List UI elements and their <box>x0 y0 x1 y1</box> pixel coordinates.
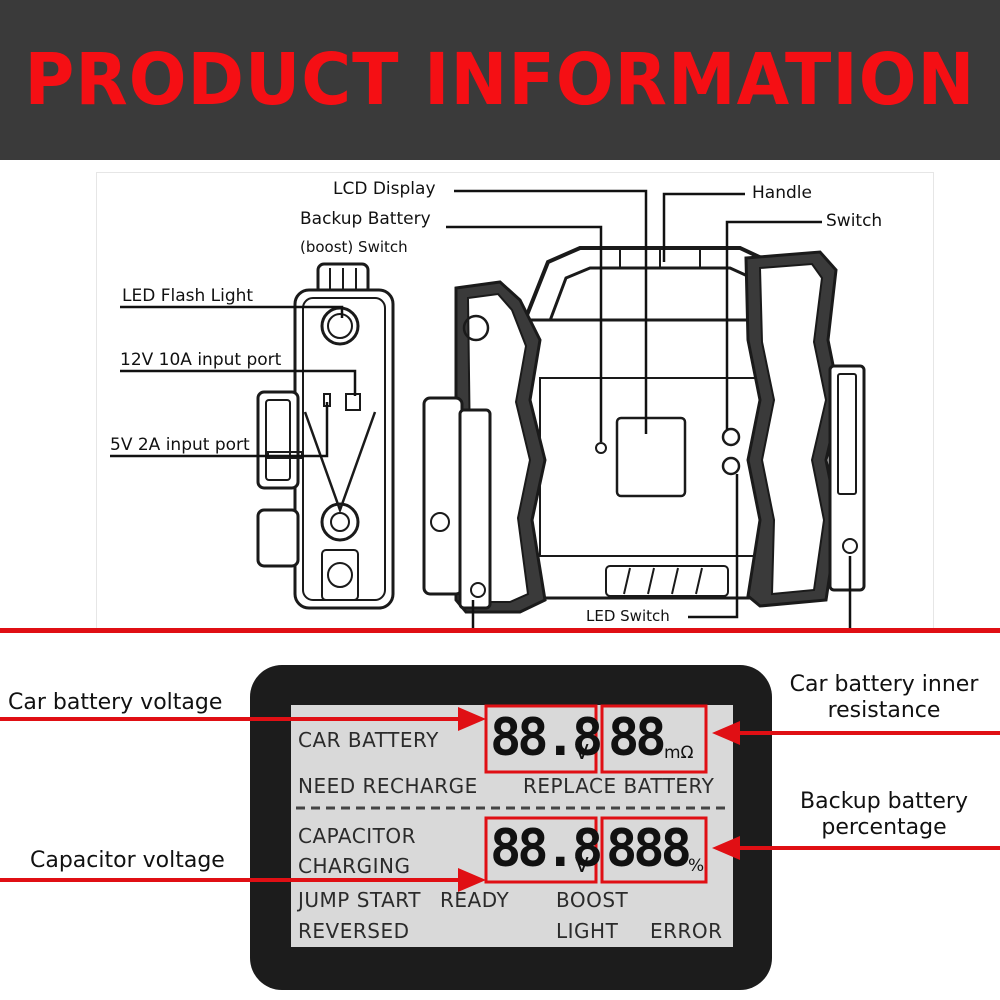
lcd-charging: CHARGING <box>298 854 411 878</box>
label-backup-percentage: Backup battery percentage <box>784 789 984 842</box>
lcd-percent-digits: 888 <box>606 819 692 879</box>
label-capacitor-voltage: Capacitor voltage <box>30 848 225 873</box>
label-inner-resistance-line2: resistance <box>827 698 941 724</box>
lcd-screen <box>291 705 733 947</box>
lcd-capacitor-unit: V <box>575 853 589 877</box>
lcd-voltage-unit: V <box>575 740 589 764</box>
side-view-device <box>256 262 395 610</box>
label-car-battery-voltage: Car battery voltage <box>8 690 223 715</box>
lcd-resistance-unit: mΩ <box>664 743 694 763</box>
lcd-capacitor: CAPACITOR <box>298 824 416 848</box>
lcd-capacitor-digits: 88.8 <box>490 819 603 879</box>
label-backup-battery: Backup Battery <box>300 209 431 229</box>
lcd-boost: BOOST <box>556 888 629 912</box>
lcd-percent-unit: % <box>688 856 705 876</box>
lcd-light: LIGHT <box>556 919 619 943</box>
lcd-resistance-digits: 88 <box>608 708 667 768</box>
section-divider <box>0 628 1000 633</box>
page-title: PRODUCT INFORMATION <box>24 38 976 122</box>
label-backup-percentage-line2: percentage <box>821 815 947 841</box>
label-backup-percentage-line1: Backup battery <box>800 789 968 814</box>
label-5v-input-port: 5V 2A input port <box>110 435 250 455</box>
label-12v-input-port: 12V 10A input port <box>120 350 282 370</box>
lcd-replace-battery: REPLACE BATTERY <box>523 774 715 798</box>
label-lcd-display: LCD Display <box>333 179 436 199</box>
lcd-jump-start: JUMP START <box>298 888 421 912</box>
lcd-need-recharge: NEED RECHARGE <box>298 774 478 798</box>
lcd-callout-arrows <box>0 707 1000 892</box>
label-boost-switch: (boost) Switch <box>300 238 408 256</box>
highlight-percent-box <box>600 816 708 884</box>
label-handle: Handle <box>752 183 812 203</box>
lcd-car-battery: CAR BATTERY <box>298 728 439 752</box>
lcd-error: ERROR <box>650 919 723 943</box>
front-view-device <box>422 246 866 614</box>
lcd-ready: READY <box>440 888 510 912</box>
header-banner: PRODUCT INFORMATION <box>0 0 1000 160</box>
highlight-capacitor-box <box>484 816 598 884</box>
lcd-voltage-digits: 88.8 <box>490 708 603 768</box>
label-switch: Switch <box>826 211 883 231</box>
highlight-voltage-box <box>484 704 598 774</box>
lcd-reversed: REVERSED <box>298 919 410 943</box>
label-led-switch: LED Switch <box>586 607 670 625</box>
label-inner-resistance-line1: Car battery inner <box>789 672 979 697</box>
label-inner-resistance: Car battery inner resistance <box>784 672 984 725</box>
label-led-flash-light: LED Flash Light <box>122 286 254 306</box>
callout-leaders <box>110 189 852 632</box>
highlight-resistance-box <box>600 704 708 774</box>
